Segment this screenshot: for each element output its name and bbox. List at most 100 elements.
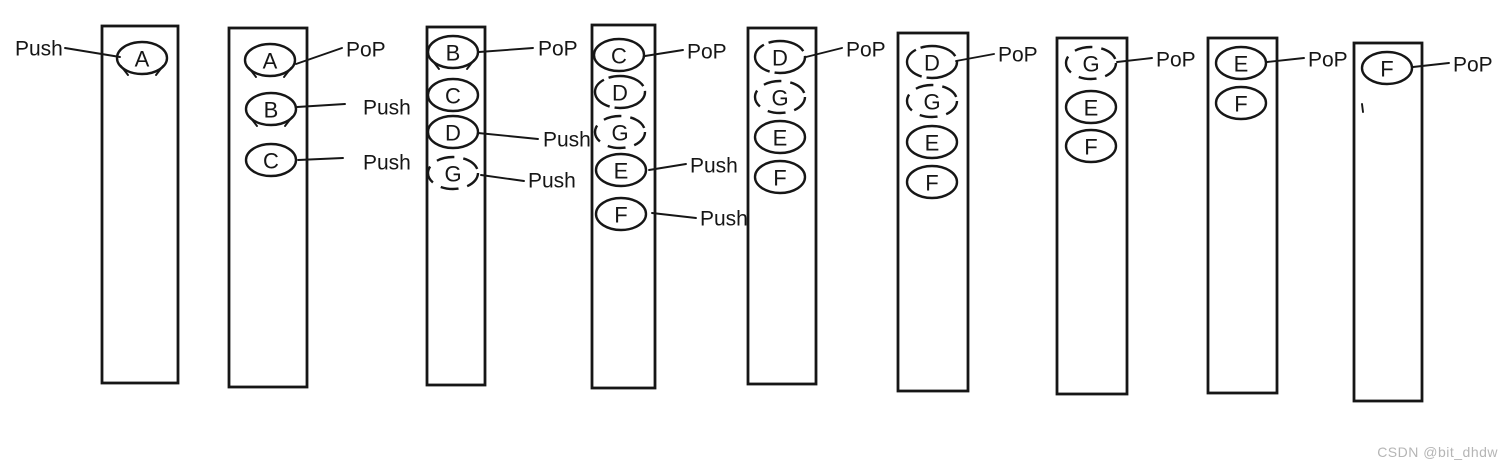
node-letter: D (772, 46, 788, 71)
node-letter: E (1234, 52, 1249, 77)
stack-step-9: F PoP (1352, 41, 1493, 403)
node-letter: E (773, 126, 788, 151)
callout-line (297, 157, 344, 161)
push-callout: Push (648, 155, 738, 178)
node-letter: G (771, 86, 788, 111)
node-letter: F (1380, 57, 1393, 82)
node-letter: D (445, 121, 461, 146)
callout-line (64, 47, 121, 58)
node-letter: C (611, 44, 627, 69)
pop-callout: PoP (805, 39, 886, 62)
stack-node-d: D (593, 74, 647, 110)
stack-step-8: EF PoP (1206, 36, 1348, 395)
stack-node-f: F (594, 196, 648, 232)
node-letter: G (923, 90, 940, 115)
stack-rect (100, 24, 180, 385)
stack-node-c: C (244, 142, 298, 178)
stack-node-g: G (426, 155, 480, 191)
stack-node-c: C (426, 77, 480, 113)
pen-tail-left (120, 65, 129, 76)
node-oval (1214, 85, 1268, 121)
callout-line (805, 47, 843, 58)
pen-tail-right (466, 59, 475, 70)
node-oval (1214, 45, 1268, 81)
node-letter: E (925, 131, 940, 156)
node-letter: G (611, 121, 628, 146)
node-letter: E (1084, 96, 1099, 121)
stack-node-e: E (753, 119, 807, 155)
node-letter: A (135, 47, 150, 72)
pop-label: PoP (1156, 49, 1196, 72)
pop-label: PoP (998, 44, 1038, 67)
stack-rect (1352, 41, 1424, 403)
callout-line (648, 163, 687, 171)
pop-callout: PoP (1412, 54, 1493, 77)
node-oval (753, 79, 807, 115)
callout-line (644, 49, 684, 57)
callout-line (477, 132, 539, 140)
push-label: Push (690, 155, 738, 178)
callout-line (651, 212, 697, 219)
stack-node-f: F (1064, 128, 1118, 164)
node-letter: G (444, 162, 461, 187)
node-oval (426, 34, 480, 70)
push-label: Push (700, 208, 748, 231)
node-letter: C (445, 84, 461, 109)
pen-tail-right (283, 67, 292, 78)
pop-label: PoP (346, 39, 386, 62)
watermark: CSDN @bit_dhdw (1377, 444, 1498, 460)
node-letter: F (1084, 135, 1097, 160)
stack-node-f: F (905, 164, 959, 200)
stack-node-b: B (244, 91, 298, 127)
node-oval (1064, 128, 1118, 164)
pen-tail-right (284, 116, 293, 127)
pop-callout: PoP (644, 41, 727, 64)
stack-node-g: G (753, 79, 807, 115)
node-oval (426, 77, 480, 113)
node-oval (426, 155, 480, 191)
node-oval (753, 159, 807, 195)
stack-rect (896, 31, 970, 393)
stack-rect (1055, 36, 1129, 396)
node-oval (1360, 50, 1414, 86)
node-oval (1064, 89, 1118, 125)
pop-callout: PoP (478, 38, 578, 61)
callout-line (478, 47, 534, 53)
node-oval (594, 196, 648, 232)
node-letter: F (614, 203, 627, 228)
node-letter: D (924, 51, 940, 76)
push-label: Push (528, 170, 576, 193)
stack-rect (746, 26, 818, 386)
push-label: Push (363, 152, 411, 175)
node-letter: F (1234, 92, 1247, 117)
node-oval (594, 152, 648, 188)
stack-node-d: D (753, 39, 807, 75)
pop-label: PoP (1308, 49, 1348, 72)
pop-label: PoP (1453, 54, 1493, 77)
stack-node-e: E (1064, 89, 1118, 125)
stack-node-a: A (243, 42, 297, 78)
pen-tail-right (155, 65, 164, 76)
callout-line (1116, 57, 1153, 63)
stack-node-f: F (753, 159, 807, 195)
stack-node-e: E (905, 124, 959, 160)
pop-label: PoP (687, 41, 727, 64)
stack-rect (1206, 36, 1279, 395)
node-letter: C (263, 149, 279, 174)
push-callout: Push (477, 129, 591, 152)
push-label: Push (363, 97, 411, 120)
stack-node-d: D (426, 114, 480, 150)
pop-label: PoP (538, 38, 578, 61)
node-oval (593, 74, 647, 110)
stack-rect (590, 23, 657, 390)
stack-node-e: E (594, 152, 648, 188)
push-callout: Push (15, 38, 121, 61)
push-callout: Push (296, 97, 411, 120)
node-oval (1064, 45, 1118, 81)
node-oval (592, 37, 646, 73)
node-oval (244, 91, 298, 127)
